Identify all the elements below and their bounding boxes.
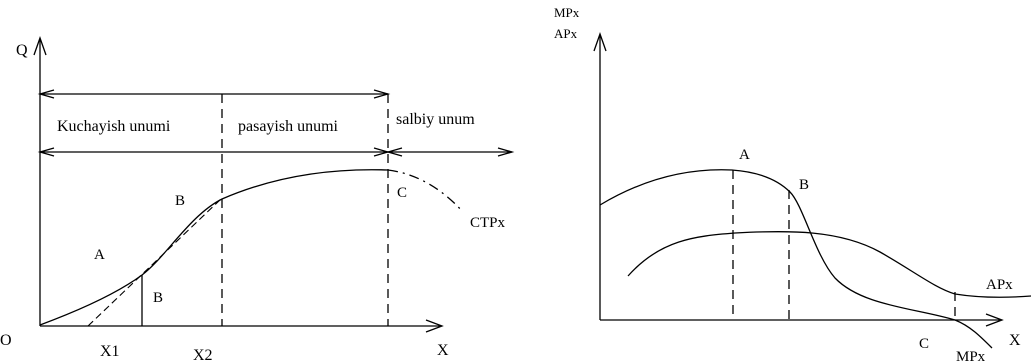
right-y-axis-label-ap: APx: [554, 26, 578, 41]
left-chart: Q O X X1 X2 Kuchayish unumi pasayish unu…: [0, 36, 515, 363]
zone-1-label: Kuchayish unumi: [57, 118, 171, 135]
stage-arrow-mid-left: [385, 147, 403, 157]
zone-3-label: salbiy unum: [396, 111, 475, 128]
point-b-upper-label: B: [175, 193, 185, 209]
left-x-axis-label: X: [437, 342, 449, 359]
x2-label: X2: [193, 347, 213, 363]
total-product-curve-declining: [387, 169, 464, 213]
average-product-curve-label: APx: [986, 277, 1013, 293]
right-point-c-label: C: [919, 336, 929, 352]
origin-label: O: [0, 332, 12, 349]
right-point-b-label: B: [799, 177, 809, 193]
right-y-axis-label-mp: MPx: [554, 5, 580, 20]
right-chart: MPx APx X A B C APx MPx: [554, 5, 1031, 363]
right-x-axis-label: X: [1009, 332, 1021, 349]
x1-label: X1: [100, 343, 120, 360]
stage-arrow-left: [37, 147, 55, 157]
left-y-axis-label: Q: [16, 42, 28, 59]
tangent-line: [87, 197, 223, 327]
point-a-label: A: [94, 247, 105, 263]
right-y-axis-arrow: [593, 32, 607, 52]
total-product-curve-label: CTPx: [470, 215, 506, 231]
point-c-label: C: [397, 185, 407, 201]
top-range-arrow-left: [37, 89, 55, 99]
marginal-product-curve-label: MPx: [956, 349, 986, 363]
stage-arrow-right: [497, 147, 515, 157]
zone-2-label: pasayish unumi: [238, 118, 339, 135]
right-point-a-label: A: [739, 147, 750, 163]
average-product-curve: [627, 230, 1031, 298]
total-product-curve: [39, 169, 389, 326]
point-b-lower-label: B: [153, 290, 163, 306]
left-y-axis-arrow: [33, 36, 47, 56]
left-x-axis-arrow: [425, 319, 444, 333]
marginal-product-curve: [599, 169, 993, 349]
right-x-axis-arrow: [985, 313, 1004, 327]
